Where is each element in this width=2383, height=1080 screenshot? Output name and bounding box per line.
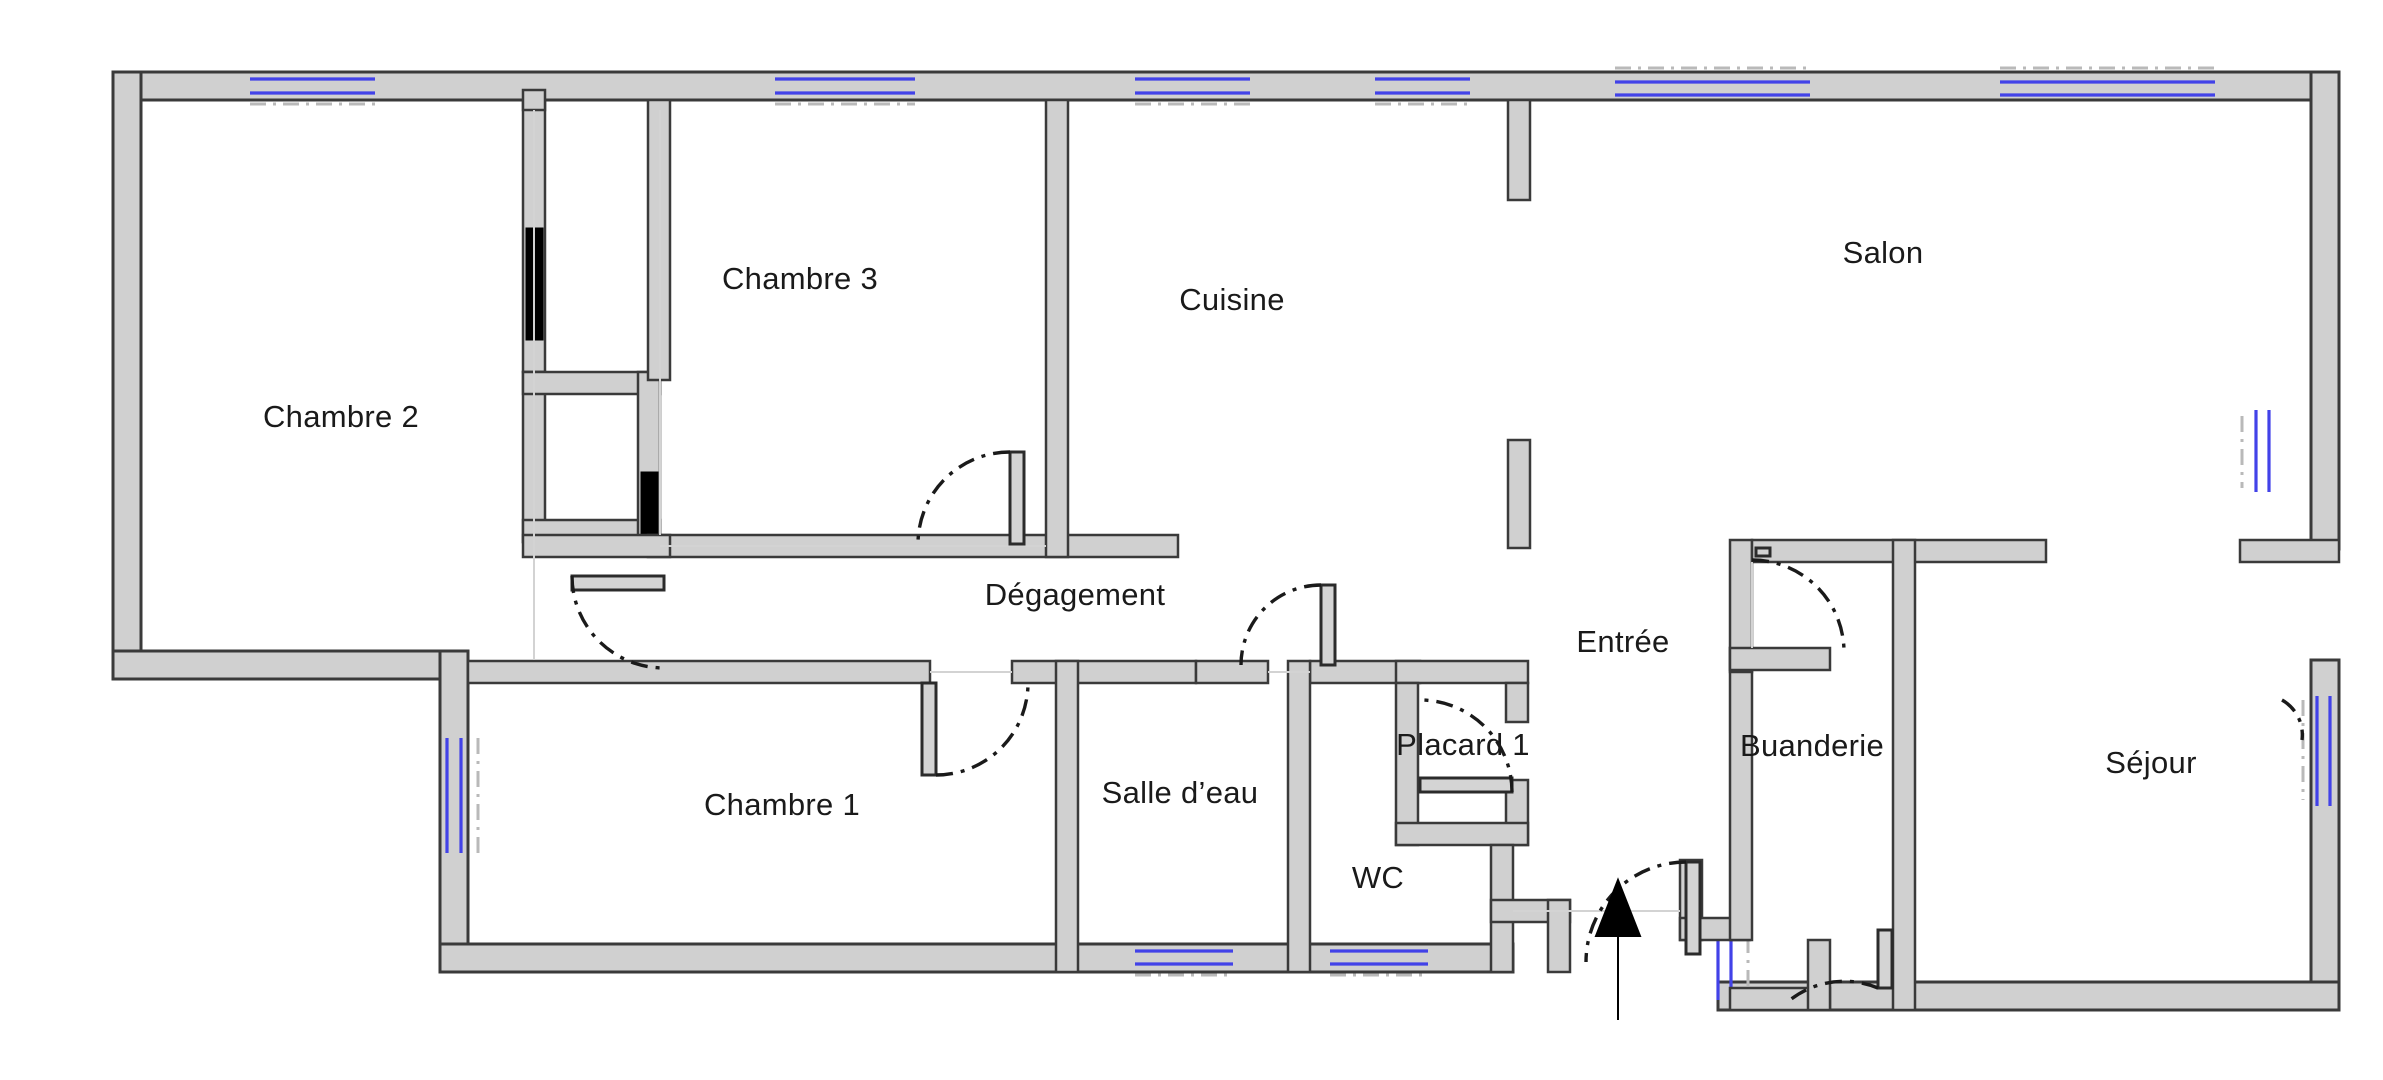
room-label-salle-d-eau: Salle d’eau xyxy=(1102,775,1259,810)
room-label-chambre-3: Chambre 3 xyxy=(722,261,878,296)
room-label-cuisine: Cuisine xyxy=(1179,282,1284,317)
room-label-chambre-1: Chambre 1 xyxy=(704,787,860,822)
interior-walls xyxy=(466,88,2341,1012)
room-label-buanderie: Buanderie xyxy=(1740,728,1884,763)
exterior-walls xyxy=(111,70,2341,1012)
room-label-degagement: Dégagement xyxy=(985,577,1166,612)
windows-top-wall xyxy=(250,66,2215,106)
windows-other-walls xyxy=(445,410,2332,1000)
room-labels: Chambre 2 Chambre 3 Cuisine Salon Dégage… xyxy=(263,235,2196,895)
door-thresholds xyxy=(533,110,1753,912)
room-label-salon: Salon xyxy=(1843,235,1924,270)
room-label-entree: Entrée xyxy=(1576,624,1669,659)
entrance-arrow xyxy=(1594,877,1642,1020)
room-label-wc: WC xyxy=(1352,860,1404,895)
doors xyxy=(570,450,2305,1002)
room-label-chambre-2: Chambre 2 xyxy=(263,399,419,434)
room-label-sejour: Séjour xyxy=(2105,745,2196,780)
room-label-placard-1: Placard 1 xyxy=(1396,727,1530,762)
